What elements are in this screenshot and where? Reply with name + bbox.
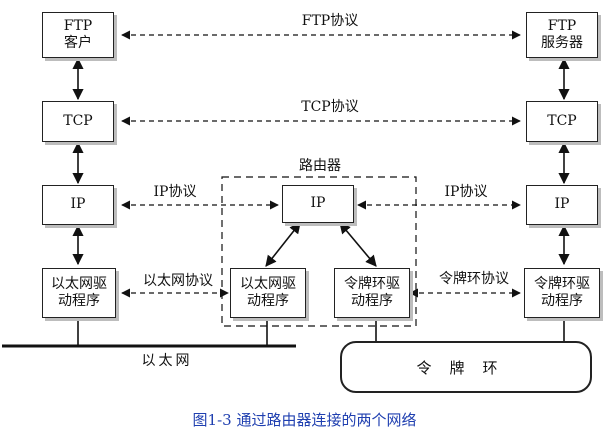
- eth-driver-router-box: 以太网驱 动程序: [230, 268, 306, 318]
- tcp-right-box: TCP: [526, 101, 598, 142]
- figure-caption: 图1-3 通过路由器连接的两个网络: [192, 411, 417, 429]
- token-driver-right-box: 令牌环驱 动程序: [524, 268, 600, 318]
- arrow-router-ip-token: [339, 222, 377, 267]
- ip-protocol-left-label: IP协议: [153, 184, 197, 200]
- tcp-left-box: TCP: [42, 101, 114, 142]
- token-ring-protocol-label: 令牌环协议: [439, 271, 509, 287]
- ftp-client-box: FTP 客户: [42, 12, 114, 58]
- ip-right-box: IP: [526, 185, 598, 225]
- ethernet-protocol-label: 以太网协议: [143, 273, 213, 289]
- router-label: 路由器: [299, 158, 341, 174]
- ip-left-box: IP: [42, 185, 114, 225]
- arrow-router-ip-eth: [265, 222, 301, 267]
- token-ring-box: 令牌环: [340, 341, 592, 393]
- eth-driver-left-box: 以太网驱 动程序: [42, 268, 116, 318]
- token-driver-router-box: 令牌环驱 动程序: [334, 268, 410, 318]
- router-boundary: [221, 176, 417, 327]
- tcp-protocol-label: TCP协议: [301, 99, 359, 115]
- ip-router-box: IP: [282, 185, 354, 223]
- ftp-server-box: FTP 服务器: [526, 12, 598, 58]
- ip-protocol-right-label: IP协议: [444, 184, 488, 200]
- ftp-protocol-label: FTP协议: [301, 13, 359, 29]
- ethernet-label: 以太网: [141, 353, 193, 369]
